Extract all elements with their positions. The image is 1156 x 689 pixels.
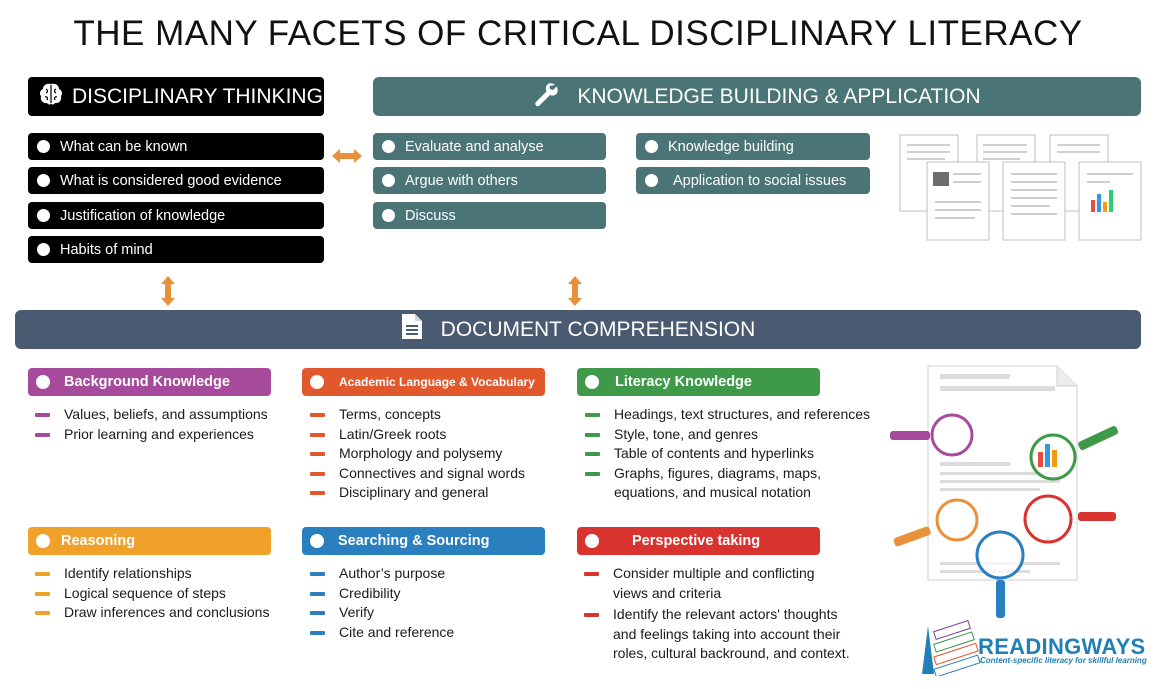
document-comprehension-header: DOCUMENT COMPREHENSION	[15, 310, 1141, 349]
list-item: Morphology and polysemy	[304, 444, 564, 464]
category-perspective-taking: Perspective taking	[577, 527, 820, 555]
list-item: Values, beliefs, and assumptions	[29, 405, 289, 425]
perspective-taking-list: Consider multiple and conflicting views …	[578, 564, 853, 664]
double-arrow-vertical-icon	[161, 276, 175, 306]
category-background-knowledge: Background Knowledge	[28, 368, 271, 396]
documents-illustration	[899, 134, 1142, 241]
list-item: Style, tone, and genres	[579, 425, 879, 445]
double-arrow-horizontal-icon	[332, 149, 362, 163]
category-literacy-knowledge: Literacy Knowledge	[577, 368, 820, 396]
kb-item: Argue with others	[373, 167, 606, 194]
list-item: Cite and reference	[304, 623, 564, 643]
kb-item: Application to social issues	[636, 167, 870, 194]
reasoning-list: Identify relationships Logical sequence …	[29, 564, 289, 623]
category-searching-sourcing: Searching & Sourcing	[302, 527, 545, 555]
list-item: Table of contents and hyperlinks	[579, 444, 879, 464]
document-comprehension-title: DOCUMENT COMPREHENSION	[440, 317, 756, 341]
list-item: Consider multiple and conflicting views …	[578, 564, 853, 603]
wrench-icon	[533, 81, 559, 113]
disciplinary-thinking-title: DISCIPLINARY THINKING	[72, 84, 323, 108]
dt-item: Habits of mind	[28, 236, 324, 263]
academic-language-list: Terms, concepts Latin/Greek roots Morpho…	[304, 405, 564, 503]
knowledge-building-header: KNOWLEDGE BUILDING & APPLICATION	[373, 77, 1141, 116]
knowledge-building-title: KNOWLEDGE BUILDING & APPLICATION	[577, 84, 981, 108]
list-item: Author’s purpose	[304, 564, 564, 584]
dt-item: Justification of knowledge	[28, 202, 324, 229]
literacy-knowledge-list: Headings, text structures, and reference…	[579, 405, 879, 503]
list-item: Terms, concepts	[304, 405, 564, 425]
kb-item: Discuss	[373, 202, 606, 229]
brain-icon	[38, 82, 64, 112]
list-item: Prior learning and experiences	[29, 425, 289, 445]
dt-item: What is considered good evidence	[28, 167, 324, 194]
disciplinary-thinking-header: DISCIPLINARY THINKING	[28, 77, 324, 116]
kb-item: Knowledge building	[636, 133, 870, 160]
list-item: Connectives and signal words	[304, 464, 564, 484]
kb-item: Evaluate and analyse	[373, 133, 606, 160]
readingways-logo	[922, 620, 981, 676]
list-item: Identify relationships	[29, 564, 289, 584]
list-item: Disciplinary and general	[304, 483, 564, 503]
logo-wordmark: READINGWAYS	[978, 634, 1146, 659]
list-item: Graphs, figures, diagrams, maps, equatio…	[579, 464, 839, 503]
list-item: Verify	[304, 603, 564, 623]
list-item: Credibility	[304, 584, 564, 604]
document-icon	[401, 313, 423, 346]
list-item: Latin/Greek roots	[304, 425, 564, 445]
dt-item: What can be known	[28, 133, 324, 160]
logo-tagline: Content-specific literacy for skillful l…	[980, 656, 1147, 665]
background-knowledge-list: Values, beliefs, and assumptions Prior l…	[29, 405, 289, 444]
magnified-document-illustration	[890, 365, 1119, 618]
double-arrow-vertical-icon	[568, 276, 582, 306]
category-academic-language: Academic Language & Vocabulary	[302, 368, 545, 396]
list-item: Headings, text structures, and reference…	[579, 405, 879, 425]
list-item: Draw inferences and conclusions	[29, 603, 289, 623]
searching-sourcing-list: Author’s purpose Credibility Verify Cite…	[304, 564, 564, 642]
page-title: THE MANY FACETS OF CRITICAL DISCIPLINARY…	[73, 14, 1083, 53]
category-reasoning: Reasoning	[28, 527, 271, 555]
list-item: Identify the relevant actors' thoughts a…	[578, 605, 853, 664]
list-item: Logical sequence of steps	[29, 584, 289, 604]
